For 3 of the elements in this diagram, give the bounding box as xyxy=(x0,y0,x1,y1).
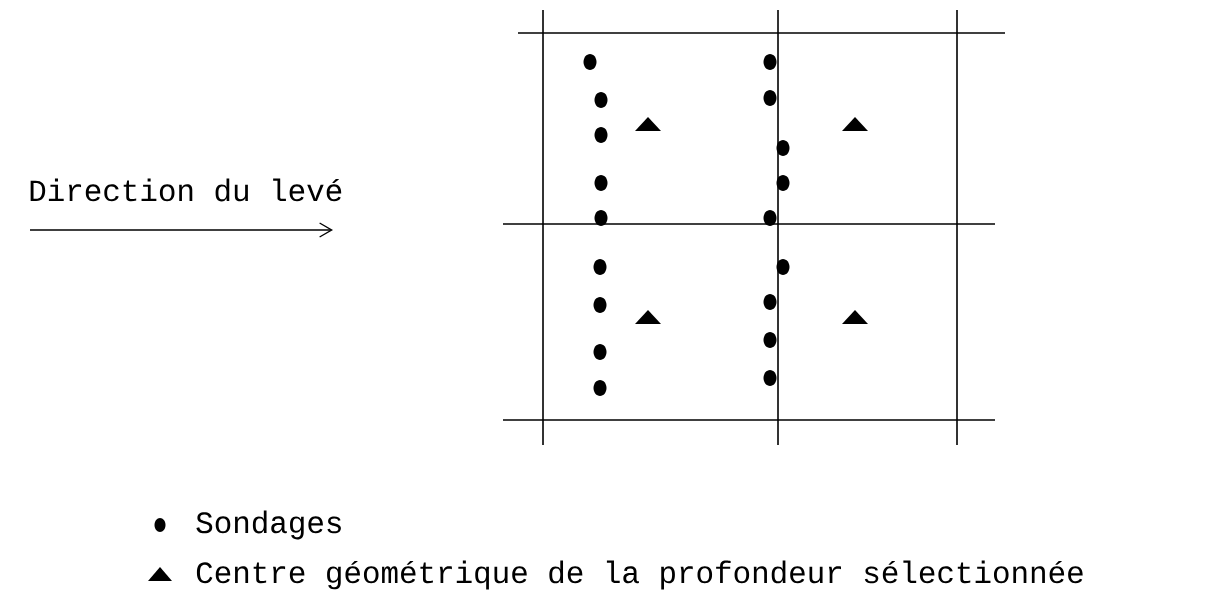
direction-label: Direction du levé xyxy=(30,178,342,202)
legend-label: Sondages xyxy=(196,510,341,540)
legend-label: Centre géométrique de la profondeur sélectionnée xyxy=(196,560,1083,590)
